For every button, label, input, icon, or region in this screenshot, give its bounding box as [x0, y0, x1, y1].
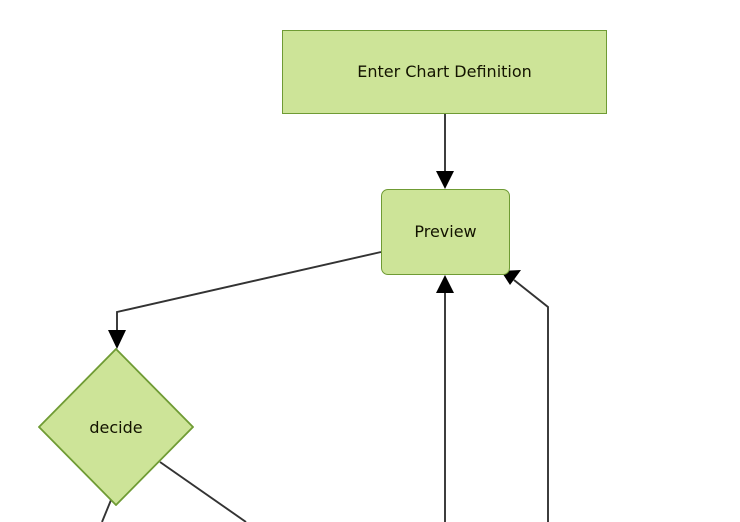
edge-decide-bottom-out — [101, 499, 112, 522]
arrow-head-icon — [436, 275, 454, 293]
arrow-head-icon — [108, 330, 126, 349]
edge-preview-to-decide — [108, 251, 382, 349]
diamond-shape-icon — [38, 348, 194, 506]
edge-decide-right-out — [159, 461, 247, 522]
edge-enter-to-preview — [436, 114, 454, 189]
node-preview[interactable]: Preview — [381, 189, 510, 275]
arrow-head-icon — [436, 171, 454, 189]
node-label: decide — [89, 417, 143, 437]
node-label: Preview — [414, 222, 477, 242]
edge-bottom-right-to-preview — [501, 270, 549, 522]
node-enter-chart-definition[interactable]: Enter Chart Definition — [282, 30, 607, 114]
edge-bottom-left-to-preview — [436, 275, 454, 522]
node-decide[interactable]: decide — [38, 348, 194, 506]
node-label: Enter Chart Definition — [357, 62, 532, 82]
